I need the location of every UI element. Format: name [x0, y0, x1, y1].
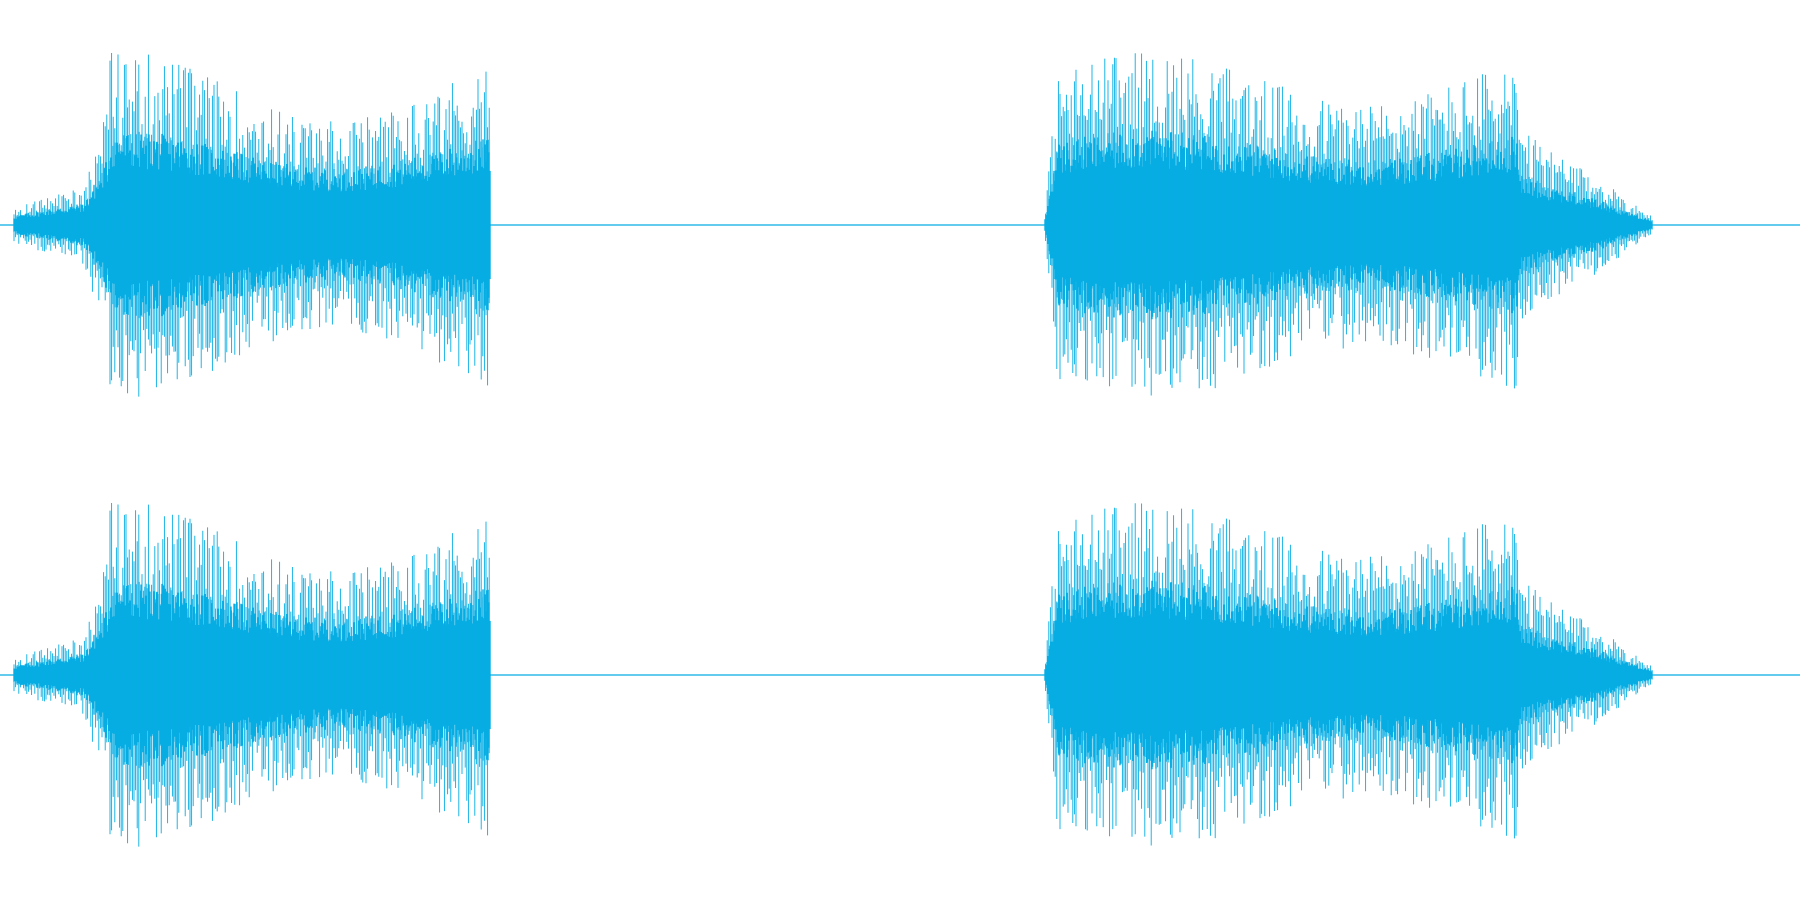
waveform-burst: [13, 503, 491, 847]
waveform-channel-top: [0, 53, 1800, 397]
waveform-channel-bottom: [0, 503, 1800, 847]
waveform-burst: [1044, 503, 1653, 846]
waveform-burst: [1044, 53, 1653, 396]
waveform-burst: [13, 53, 491, 397]
